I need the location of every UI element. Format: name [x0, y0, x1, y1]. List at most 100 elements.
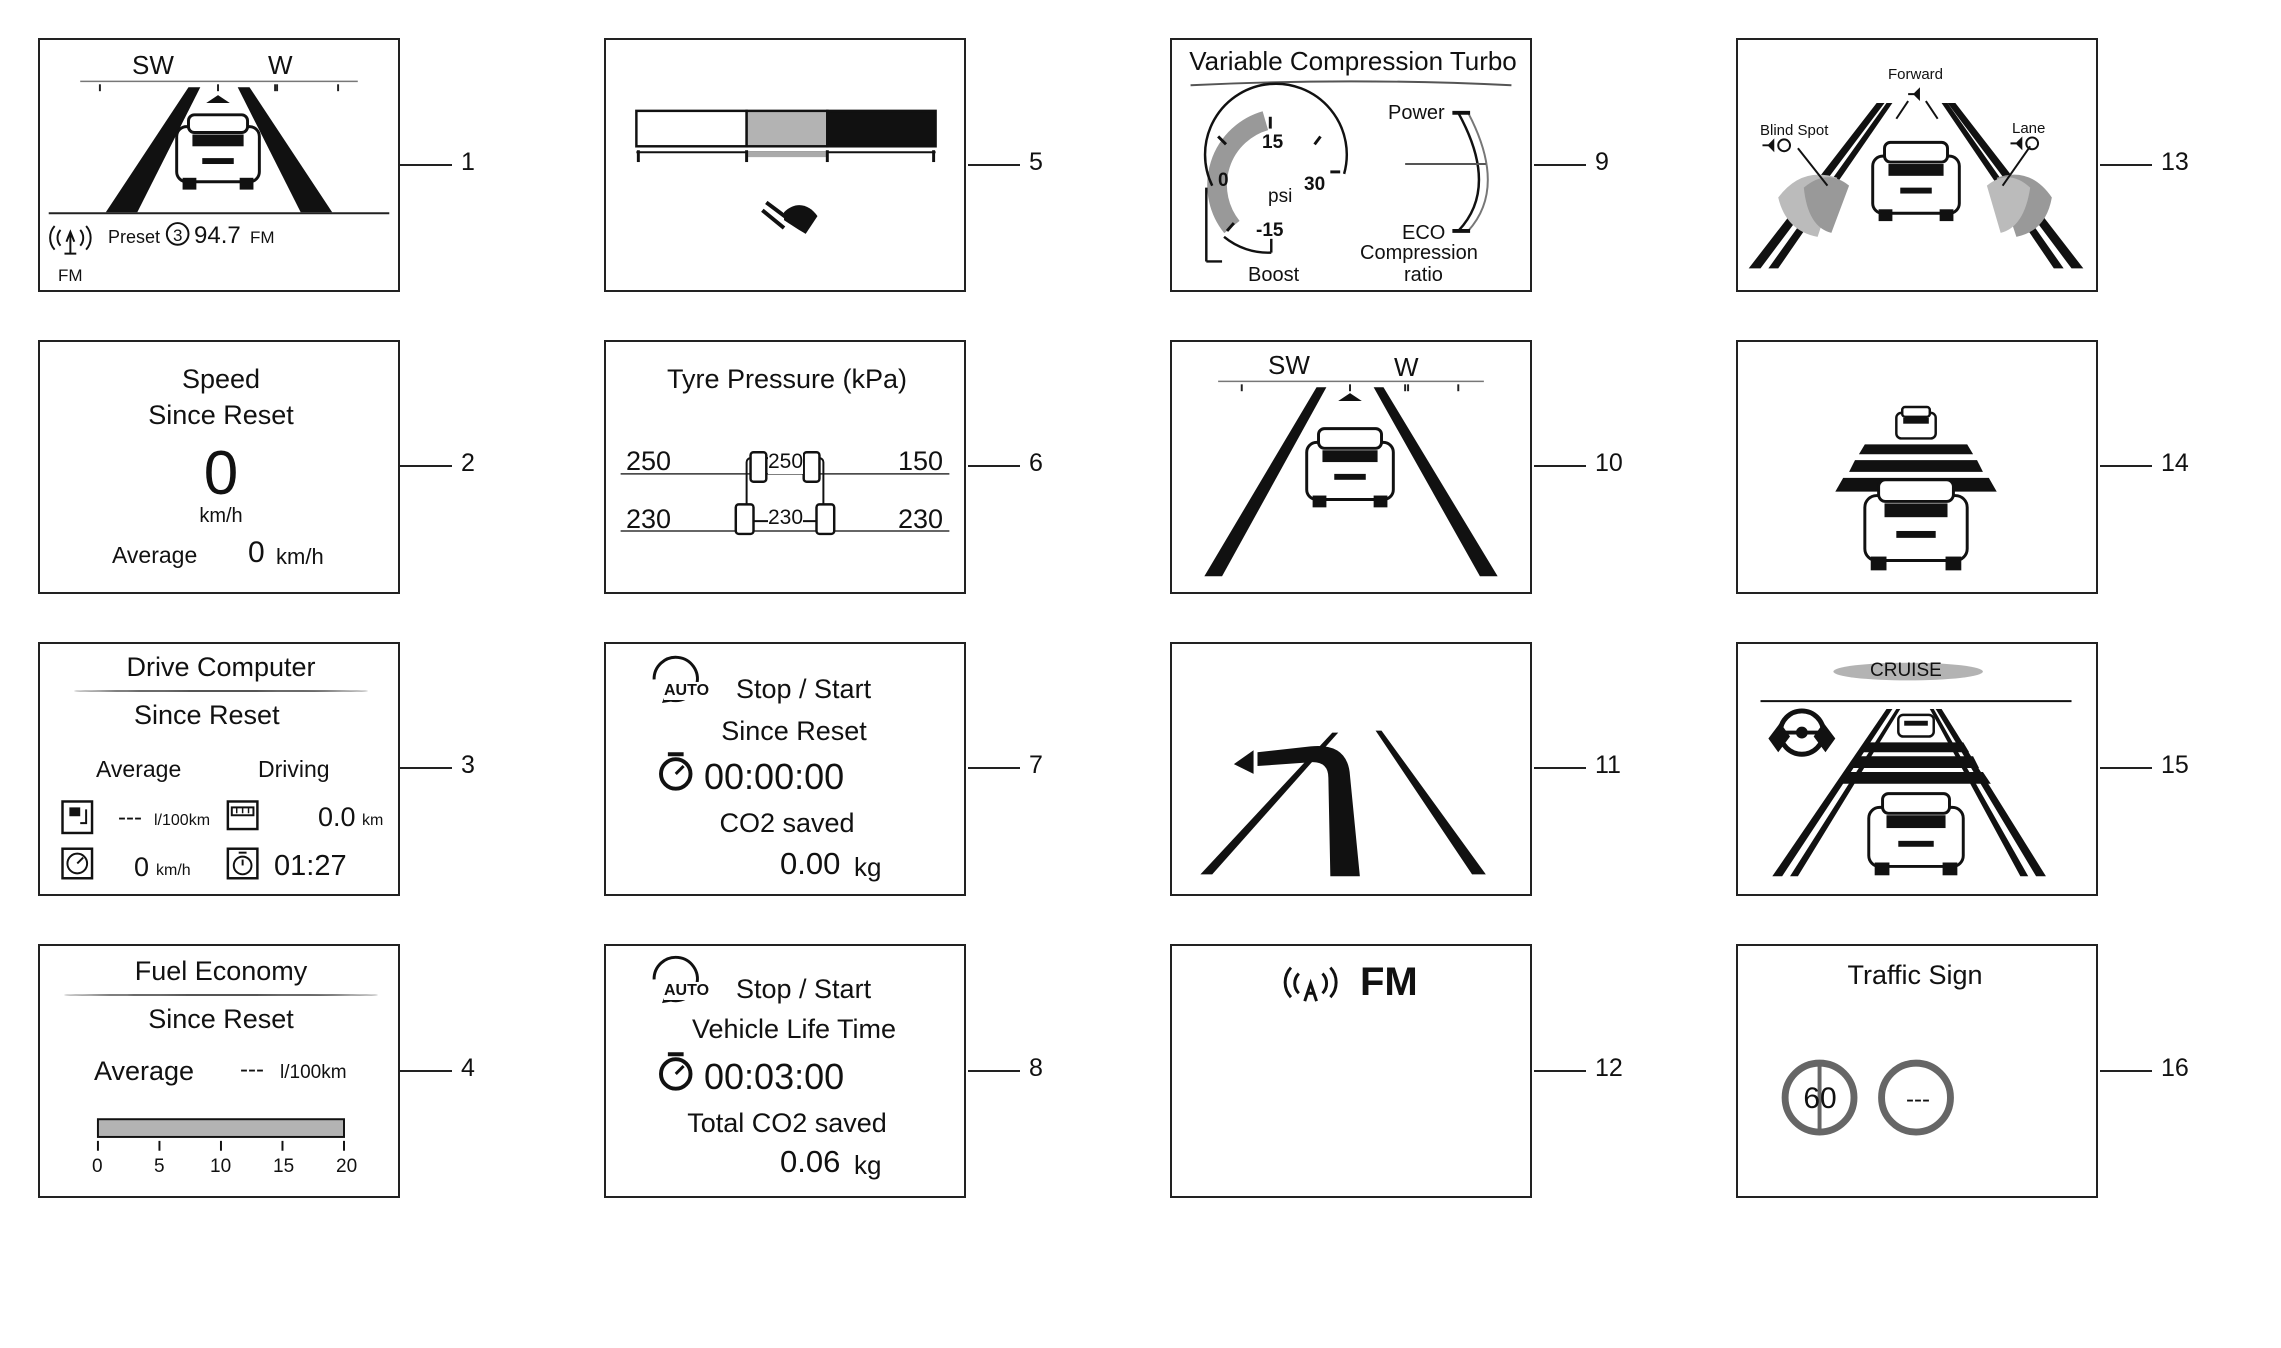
since-reset-label: Since Reset: [148, 400, 294, 430]
average-label: Average: [112, 542, 198, 568]
compass-w: W: [1394, 352, 1419, 382]
foot-on-pedal-icon: [761, 200, 818, 234]
road-with-car-illustration: [48, 80, 390, 255]
callout-12: 12: [1595, 1054, 1623, 1082]
car-rear-icon: [1305, 427, 1395, 508]
radio-frequency: 94.7: [194, 222, 241, 249]
unknown-sign-value: ---: [1906, 1086, 1930, 1113]
scale-label-10: 10: [210, 1156, 232, 1177]
since-reset-label: Since Reset: [721, 716, 867, 746]
avg-speed-unit: km/h: [156, 862, 191, 879]
callout-line-12: [1534, 1070, 1586, 1072]
turn-left-guidance: [1200, 730, 1486, 877]
average-speed-unit: km/h: [276, 544, 324, 569]
traffic-sign-title: Traffic Sign: [1847, 960, 1983, 990]
vc-turbo-title: Variable Compression Turbo: [1189, 46, 1517, 76]
panel-14-distance-control: [1736, 340, 2098, 594]
stopwatch-icon: [226, 847, 259, 880]
radio-antenna-icon: [1283, 966, 1338, 1002]
preset-label: Preset: [108, 227, 161, 247]
callout-line-14: [2100, 465, 2152, 467]
radio-antenna-icon: [49, 225, 92, 255]
lead-car-icon: [1897, 713, 1935, 738]
tyre-front-right: 150: [898, 446, 944, 476]
panel-5-driving-style-bar: [604, 38, 966, 292]
panel-13-blind-spot-lane-warning: Forward Blind Spot Lane: [1736, 38, 2098, 292]
total-co2-saved-unit: kg: [854, 1150, 882, 1180]
speed-limit-value: 60: [1803, 1082, 1837, 1115]
callout-3: 3: [461, 751, 475, 779]
avg-fuel-value: ---: [118, 804, 142, 831]
callout-16: 16: [2161, 1054, 2189, 1082]
car-rear-icon: [1867, 792, 1965, 876]
panel-2-speed: Speed Since Reset 0 km/h Average 0 km/h: [38, 340, 400, 594]
average-fuel-value: ---: [240, 1056, 264, 1083]
scale-label-20: 20: [336, 1156, 358, 1177]
avg-speed-value: 0: [134, 852, 150, 882]
preset-number: 3: [173, 226, 183, 245]
avg-fuel-unit: l/100km: [154, 812, 211, 829]
eco-label: ECO: [1402, 222, 1446, 244]
callout-5: 5: [1029, 148, 1043, 176]
panel-10-navigation: SW W: [1170, 340, 1532, 594]
fm-band-label: FM: [1360, 960, 1418, 1004]
stopwatch-icon: [659, 752, 693, 791]
fuel-economy-bar: [96, 1118, 345, 1151]
panel-8-stop-start-lifetime: AUTO Stop / Start Vehicle Life Time 00:0…: [604, 944, 966, 1198]
callout-line-10: [1534, 465, 1586, 467]
speedometer-icon: [61, 847, 94, 880]
tyre-front-left: 250: [626, 446, 672, 476]
hands-on-wheel-icon: [1768, 708, 1836, 757]
boost-and-compression-gauges: [1190, 80, 1512, 263]
driving-column-label: Driving: [258, 756, 330, 782]
callout-2: 2: [461, 449, 475, 477]
callout-15: 15: [2161, 751, 2189, 779]
compression-ratio-gauge: [1405, 110, 1489, 233]
callout-line-2: [400, 465, 452, 467]
stop-start-title: Stop / Start: [736, 674, 872, 704]
compass-w: W: [268, 50, 293, 80]
speed-unit: km/h: [199, 505, 243, 527]
driving-time-value: 01:27: [274, 850, 347, 882]
stop-time-value: 00:03:00: [704, 1056, 845, 1097]
odometer-ruler-icon: [226, 800, 259, 831]
panel-4-fuel-economy: Fuel Economy Since Reset Average --- l/1…: [38, 944, 400, 1198]
distance-unit: km: [362, 812, 384, 829]
following-distance-illustration: [1835, 405, 1997, 571]
co2-saved-label: CO2 saved: [719, 808, 855, 838]
drive-computer-title: Drive Computer: [126, 652, 316, 682]
boost-gauge: [1203, 82, 1348, 263]
callout-1: 1: [461, 148, 475, 176]
callout-4: 4: [461, 1054, 475, 1082]
power-label: Power: [1388, 102, 1445, 124]
tyre-front-center-label: 250: [768, 450, 804, 474]
tyre-rear-left: 230: [626, 504, 672, 534]
car-rear-icon: [1863, 478, 1969, 571]
boost-15: 15: [1262, 132, 1284, 153]
total-co2-saved-label: Total CO2 saved: [687, 1108, 887, 1138]
co2-saved-value: 0.00: [780, 846, 841, 881]
blind-spot-label: Blind Spot: [1760, 122, 1829, 139]
average-column-label: Average: [96, 756, 182, 782]
callout-line-9: [1534, 164, 1586, 166]
car-rear-icon: [1871, 140, 1961, 222]
co2-saved-unit: kg: [854, 852, 882, 882]
title-divider: [74, 690, 368, 692]
panel-7-stop-start-reset: AUTO Stop / Start Since Reset 00:00:00 C…: [604, 642, 966, 896]
psi-label: psi: [1268, 186, 1293, 207]
panel-16-traffic-sign: Traffic Sign 60 ---: [1736, 944, 2098, 1198]
boost-0: 0: [1218, 170, 1229, 191]
cruise-label: CRUISE: [1870, 660, 1942, 681]
stop-start-title: Stop / Start: [736, 974, 872, 1004]
average-fuel-unit: l/100km: [280, 1062, 347, 1083]
ratio-label: ratio: [1404, 264, 1443, 286]
average-label: Average: [94, 1056, 195, 1086]
compass-sw: SW: [1268, 350, 1310, 380]
panel-9-variable-compression-turbo: Variable Compression Turbo: [1170, 38, 1532, 292]
radio-band: FM: [250, 228, 275, 247]
boost-minus-15: -15: [1256, 220, 1284, 241]
speed-value: 0: [203, 439, 239, 508]
callout-line-1: [400, 164, 452, 166]
callout-line-8: [968, 1070, 1020, 1072]
